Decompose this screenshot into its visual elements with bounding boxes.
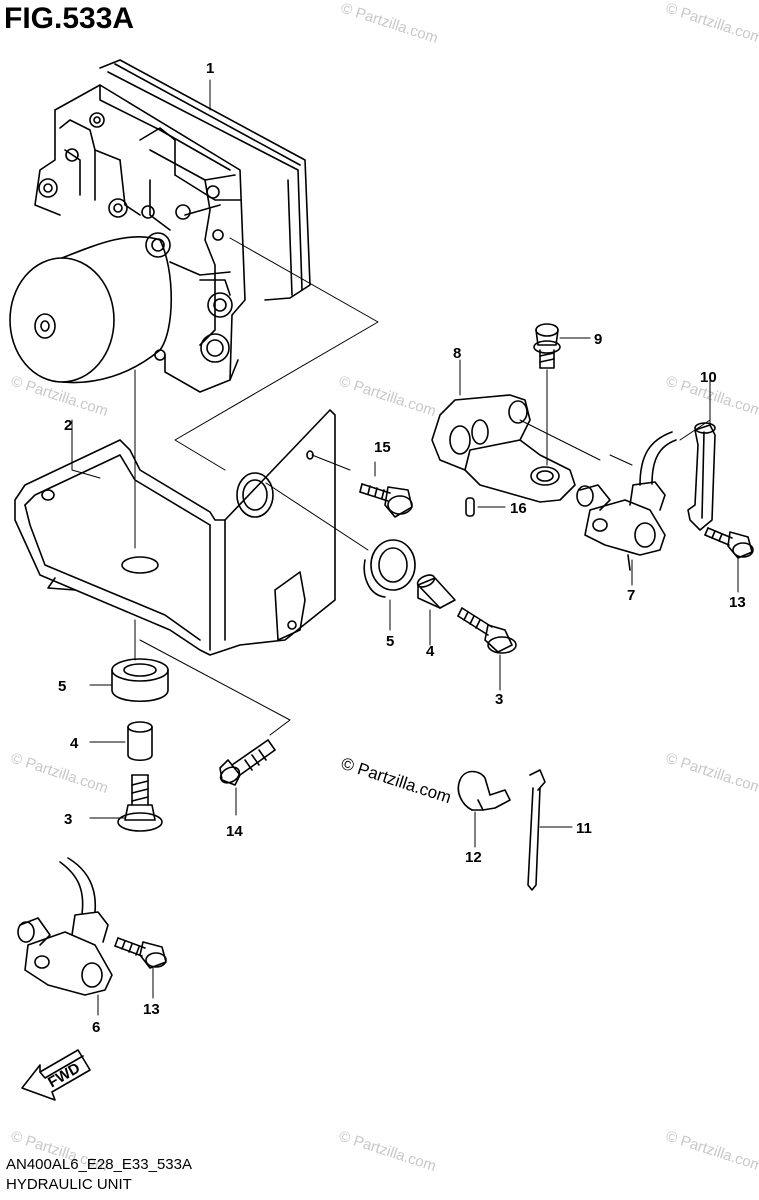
part-11-cable-tie[interactable] (527, 769, 546, 891)
callout-4: 4 (426, 643, 435, 660)
part-16-pin[interactable] (465, 497, 475, 517)
part-3-bolt-upper[interactable] (457, 607, 517, 654)
callout-5: 5 (386, 633, 394, 650)
callout-13: 13 (143, 1001, 160, 1018)
watermark-text: © Partzilla.com (337, 373, 438, 420)
part-4-collar-lower[interactable] (127, 721, 153, 762)
callout-3: 3 (495, 691, 503, 708)
callout-14: 14 (226, 823, 243, 840)
figure-name: HYDRAULIC UNIT (6, 1176, 132, 1193)
callout-1: 1 (206, 60, 214, 77)
part-13-bolt-left[interactable] (114, 937, 167, 969)
part-7-wheel-sensor[interactable] (576, 431, 677, 571)
callout-12: 12 (465, 849, 482, 866)
callout-3: 3 (64, 811, 72, 828)
assembly-lines (71, 79, 739, 1016)
part-4-collar-upper[interactable] (416, 573, 456, 609)
callout-15: 15 (374, 439, 391, 456)
part-13-bolt-right[interactable] (704, 527, 754, 559)
part-6-wheel-sensor[interactable] (17, 857, 113, 996)
callout-6: 6 (92, 1019, 100, 1036)
callout-16: 16 (510, 500, 527, 517)
figure-title: FIG.533A (4, 2, 135, 35)
part-12-clamp[interactable] (457, 770, 511, 811)
callout-13: 13 (729, 594, 746, 611)
part-3-bolt-lower[interactable] (117, 774, 163, 832)
callout-10: 10 (700, 369, 717, 386)
callout-2: 2 (64, 417, 72, 434)
callout-11: 11 (576, 820, 592, 837)
part-5-grommet-upper[interactable] (363, 539, 416, 598)
callout-9: 9 (594, 331, 602, 348)
fwd-arrow (21, 1049, 91, 1101)
part-14-bolt[interactable] (218, 739, 276, 786)
part-9-bolt[interactable] (533, 323, 561, 369)
callout-7: 7 (627, 587, 635, 604)
callout-8: 8 (453, 345, 461, 362)
part-8-sensor-bracket[interactable] (431, 394, 576, 503)
part-10-clamp[interactable] (687, 422, 716, 531)
part-15-bolt[interactable] (359, 483, 413, 518)
part-2-bracket[interactable] (14, 409, 336, 656)
callout-5: 5 (58, 678, 66, 695)
watermark-text: © Partzilla.com (664, 0, 759, 47)
watermark-text: © Partzilla.com (339, 0, 440, 47)
watermark-main: © Partzilla.com (339, 754, 454, 807)
part-5-grommet-lower[interactable] (111, 658, 169, 703)
callout-4: 4 (70, 735, 79, 752)
watermark-text: © Partzilla.com (664, 1128, 759, 1175)
watermark-text: © Partzilla.com (664, 750, 759, 797)
watermark-text: © Partzilla.com (337, 1128, 438, 1175)
part-1-hydraulic-unit[interactable] (9, 59, 311, 393)
figure-code: AN400AL6_E28_E33_533A (6, 1156, 192, 1173)
watermark-text: © Partzilla.com (9, 750, 110, 797)
watermark-text: © Partzilla.com (9, 373, 110, 420)
